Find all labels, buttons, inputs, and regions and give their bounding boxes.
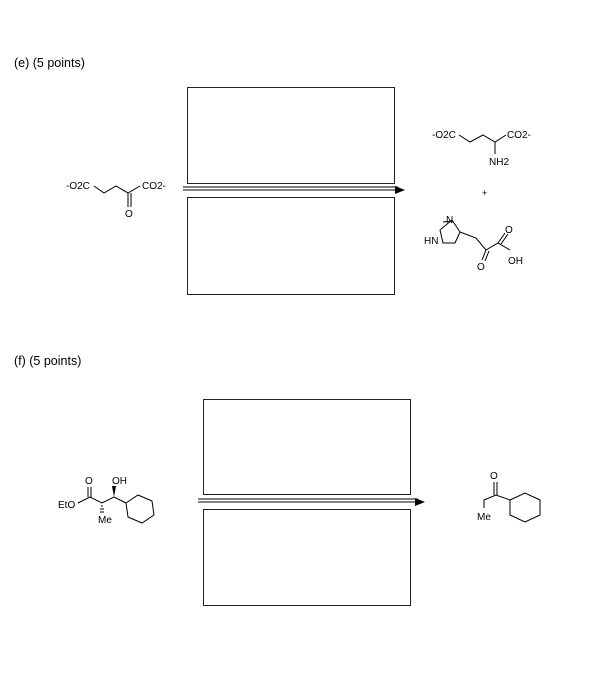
- problem-e-label: (e) (5 points): [14, 56, 85, 70]
- ketone-oxygen: O: [490, 471, 498, 482]
- keto-oxygen: O: [477, 262, 485, 273]
- ester-ethoxy: EtO: [58, 500, 75, 511]
- reactant-f-hydroxy-ester: O EtO Me OH: [58, 476, 155, 526]
- reactant-e-keto-oxygen: O: [125, 209, 133, 220]
- answer-box-e-reagents[interactable]: [187, 87, 395, 184]
- product-f-ketone: O Me: [477, 471, 541, 523]
- answer-box-e-mechanism[interactable]: [187, 197, 395, 295]
- plus-sign: +: [482, 188, 487, 198]
- problem-f-label: (f) (5 points): [14, 354, 82, 368]
- product-e-right-carboxylate: CO2-: [507, 130, 531, 141]
- imidazole-nh: HN: [424, 236, 438, 247]
- reactant-e-right-carboxylate: CO2-: [142, 181, 166, 192]
- imidazole-n: N: [446, 215, 453, 226]
- product-e-amine: NH2: [489, 157, 509, 168]
- product-methyl: Me: [477, 512, 491, 523]
- product-e-glutamate: -O2C NH2 CO2-: [432, 130, 531, 168]
- product-e-left-carboxylate: -O2C: [432, 130, 456, 141]
- acid-hydroxyl: OH: [508, 256, 523, 267]
- reactant-methyl: Me: [98, 515, 112, 526]
- reaction-arrow-e: [183, 186, 405, 194]
- reactant-hydroxyl: OH: [112, 476, 127, 487]
- acid-carbonyl-oxygen: O: [505, 225, 513, 236]
- product-e-imidazole-ketoacid: N HN O O OH: [424, 215, 523, 273]
- answer-box-f-reagents[interactable]: [203, 399, 411, 495]
- ester-carbonyl-oxygen: O: [85, 476, 93, 487]
- reactant-e-ketoglutarate: -O2C O CO2-: [66, 181, 166, 220]
- reactant-e-left-carboxylate: -O2C: [66, 181, 90, 192]
- answer-box-f-mechanism[interactable]: [203, 509, 411, 606]
- reaction-arrow-f: [198, 498, 425, 506]
